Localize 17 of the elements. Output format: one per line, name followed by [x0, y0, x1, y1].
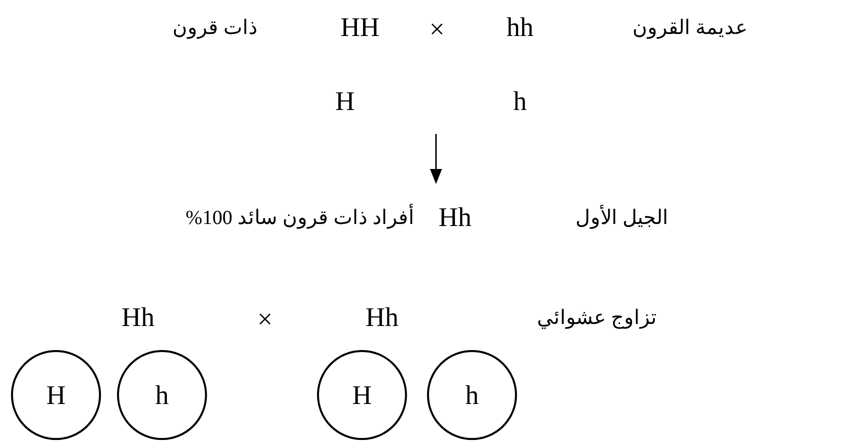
gamete-circle: h: [117, 350, 207, 440]
cross-symbol: ×: [257, 305, 273, 335]
genotype-label: H: [335, 87, 355, 117]
arabic-label: تزاوج عشوائي: [537, 307, 657, 329]
arabic-label: ذات قرون: [172, 17, 258, 39]
genotype-label: h: [513, 87, 527, 117]
genotype-label: HH: [340, 13, 380, 43]
genotype-label: hh: [506, 13, 534, 43]
arabic-label: الجيل الأول: [576, 207, 668, 229]
genotype-label: Hh: [122, 303, 154, 333]
gamete-circle: H: [317, 350, 407, 440]
genotype-label: Hh: [366, 303, 398, 333]
genotype-label: Hh: [438, 203, 472, 233]
cross-symbol: ×: [429, 15, 445, 45]
gamete-circle: h: [427, 350, 517, 440]
arabic-label: عديمة القرون: [632, 17, 748, 39]
gamete-circle: H: [11, 350, 101, 440]
